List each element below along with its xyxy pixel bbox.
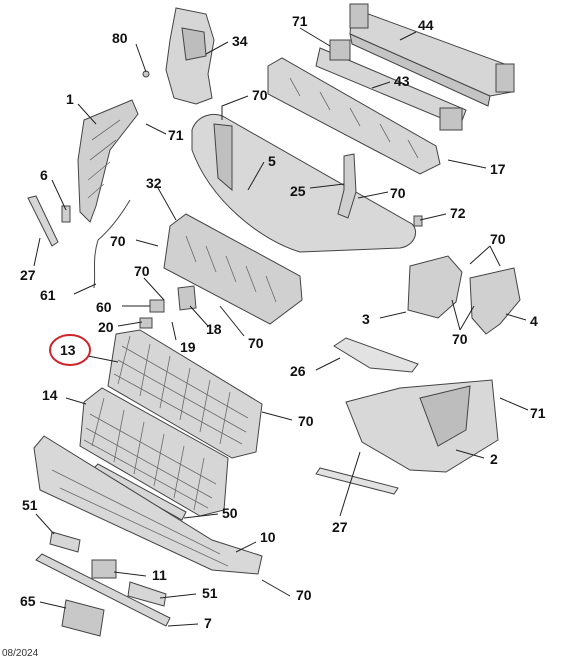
part-17-foam-absorber — [267, 57, 441, 175]
callout-60[interactable]: 60 — [96, 299, 112, 315]
part-10-lower-skirt — [33, 435, 263, 575]
callout-70[interactable]: 70 — [110, 233, 126, 249]
callout-70[interactable]: 70 — [390, 185, 406, 201]
callout-1[interactable]: 1 — [66, 91, 74, 107]
part-11-plate — [91, 559, 117, 579]
highlight-circle-13 — [49, 334, 91, 366]
part-14-lower-grille — [79, 387, 229, 517]
callout-70[interactable]: 70 — [296, 587, 312, 603]
callout-14[interactable]: 14 — [42, 387, 58, 403]
callout-4[interactable]: 4 — [530, 313, 538, 329]
callout-13[interactable]: 13 — [60, 342, 76, 358]
callout-17[interactable]: 17 — [490, 161, 506, 177]
part-20-fastener — [139, 317, 153, 329]
callout-27[interactable]: 27 — [332, 519, 348, 535]
callout-32[interactable]: 32 — [146, 175, 162, 191]
footer-code: 08/2024 — [2, 648, 39, 659]
callout-7[interactable]: 7 — [204, 615, 212, 631]
callout-71[interactable]: 71 — [168, 127, 184, 143]
part-51-trim-left — [49, 531, 81, 553]
callout-10[interactable]: 10 — [260, 529, 276, 545]
callout-50[interactable]: 50 — [222, 505, 238, 521]
part-25-bracket — [337, 153, 357, 219]
callout-3[interactable]: 3 — [362, 311, 370, 327]
part-5-bumper-cover — [191, 114, 416, 253]
part-2-lower-bumper — [345, 379, 499, 473]
callout-70[interactable]: 70 — [252, 87, 268, 103]
callout-70[interactable]: 70 — [490, 231, 506, 247]
callout-11[interactable]: 11 — [152, 567, 167, 583]
callout-26[interactable]: 26 — [290, 363, 306, 379]
callout-71[interactable]: 71 — [292, 13, 308, 29]
callout-65[interactable]: 65 — [20, 593, 36, 609]
callout-20[interactable]: 20 — [98, 319, 114, 335]
part-43-absorber-bar — [315, 39, 467, 131]
callout-51[interactable]: 51 — [202, 585, 218, 601]
part-7-lower-strip — [35, 553, 171, 627]
part-72-clip — [413, 215, 423, 227]
part-34-bracket — [165, 7, 215, 105]
part-61-harness — [93, 199, 131, 289]
callout-70[interactable]: 70 — [248, 335, 264, 351]
callout-80[interactable]: 80 — [112, 30, 128, 46]
callout-70[interactable]: 70 — [134, 263, 150, 279]
part-60-fastener — [149, 299, 165, 313]
part-1-side-panel — [77, 99, 139, 223]
callout-61[interactable]: 61 — [40, 287, 56, 303]
leader-lines — [33, 27, 529, 627]
callout-6[interactable]: 6 — [40, 167, 48, 183]
callout-18[interactable]: 18 — [206, 321, 222, 337]
callout-43[interactable]: 43 — [394, 73, 410, 89]
callout-71[interactable]: 71 — [530, 405, 546, 421]
part-51-trim-right — [127, 581, 167, 607]
callout-19[interactable]: 19 — [180, 339, 196, 355]
part-44-beam — [349, 3, 515, 107]
callout-51[interactable]: 51 — [22, 497, 38, 513]
part-6-clip — [61, 205, 71, 223]
part-3-side-bracket — [407, 255, 463, 319]
callout-5[interactable]: 5 — [268, 153, 276, 169]
part-27-trim-left — [27, 195, 59, 247]
part-4-side-bracket — [469, 267, 521, 335]
part-13-upper-grille — [107, 329, 263, 459]
callout-72[interactable]: 72 — [450, 205, 466, 221]
part-65-plate-holder — [61, 599, 105, 637]
callout-27[interactable]: 27 — [20, 267, 36, 283]
part-26-chrome-strip — [333, 337, 419, 373]
part-27-trim-right — [315, 467, 399, 495]
part-18-bracket — [177, 285, 197, 311]
callout-44[interactable]: 44 — [418, 17, 434, 33]
callout-labels: 80 34 71 44 43 70 1 71 5 17 6 32 25 70 7… — [20, 13, 546, 631]
callout-34[interactable]: 34 — [232, 33, 248, 49]
callout-70[interactable]: 70 — [452, 331, 468, 347]
callout-25[interactable]: 25 — [290, 183, 306, 199]
callout-70[interactable]: 70 — [298, 413, 314, 429]
part-32-carrier — [163, 213, 303, 325]
callout-2[interactable]: 2 — [490, 451, 498, 467]
